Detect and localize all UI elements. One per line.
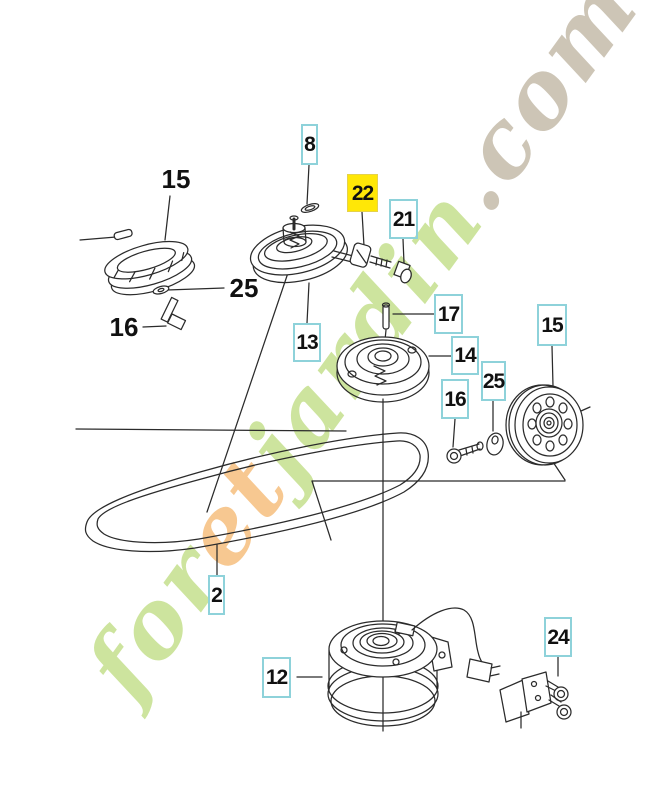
part-link-16[interactable]: 16 (441, 379, 469, 419)
part-link-8[interactable]: 8 (301, 124, 318, 165)
clutch-drawing (327, 607, 501, 727)
idler-pulley-drawing (249, 203, 412, 284)
part-link-14[interactable]: 14 (451, 336, 479, 375)
part-link-24[interactable]: 24 (544, 617, 572, 657)
part-link-2[interactable]: 2 (208, 575, 225, 615)
belt-drawing (84, 432, 429, 553)
part-label-15-left: 15 (161, 164, 191, 194)
bracket-bolts-drawing (499, 671, 572, 729)
left-pulley-drawing (104, 228, 196, 331)
part-link-12[interactable]: 12 (262, 657, 291, 698)
part-link-25[interactable]: 25 (481, 361, 506, 401)
part-label-25-left: 25 (229, 273, 259, 303)
part-link-21[interactable]: 21 (389, 199, 418, 239)
part-link-15[interactable]: 15 (537, 304, 567, 346)
part-link-13[interactable]: 13 (293, 323, 321, 362)
right-pulley-drawing (446, 384, 584, 466)
center-pulley-drawing (336, 302, 430, 403)
part-link-22-highlighted[interactable]: 22 (347, 174, 378, 212)
leader-lines (75, 164, 591, 732)
part-link-17[interactable]: 17 (434, 294, 463, 334)
part-label-16-left: 16 (109, 312, 139, 342)
